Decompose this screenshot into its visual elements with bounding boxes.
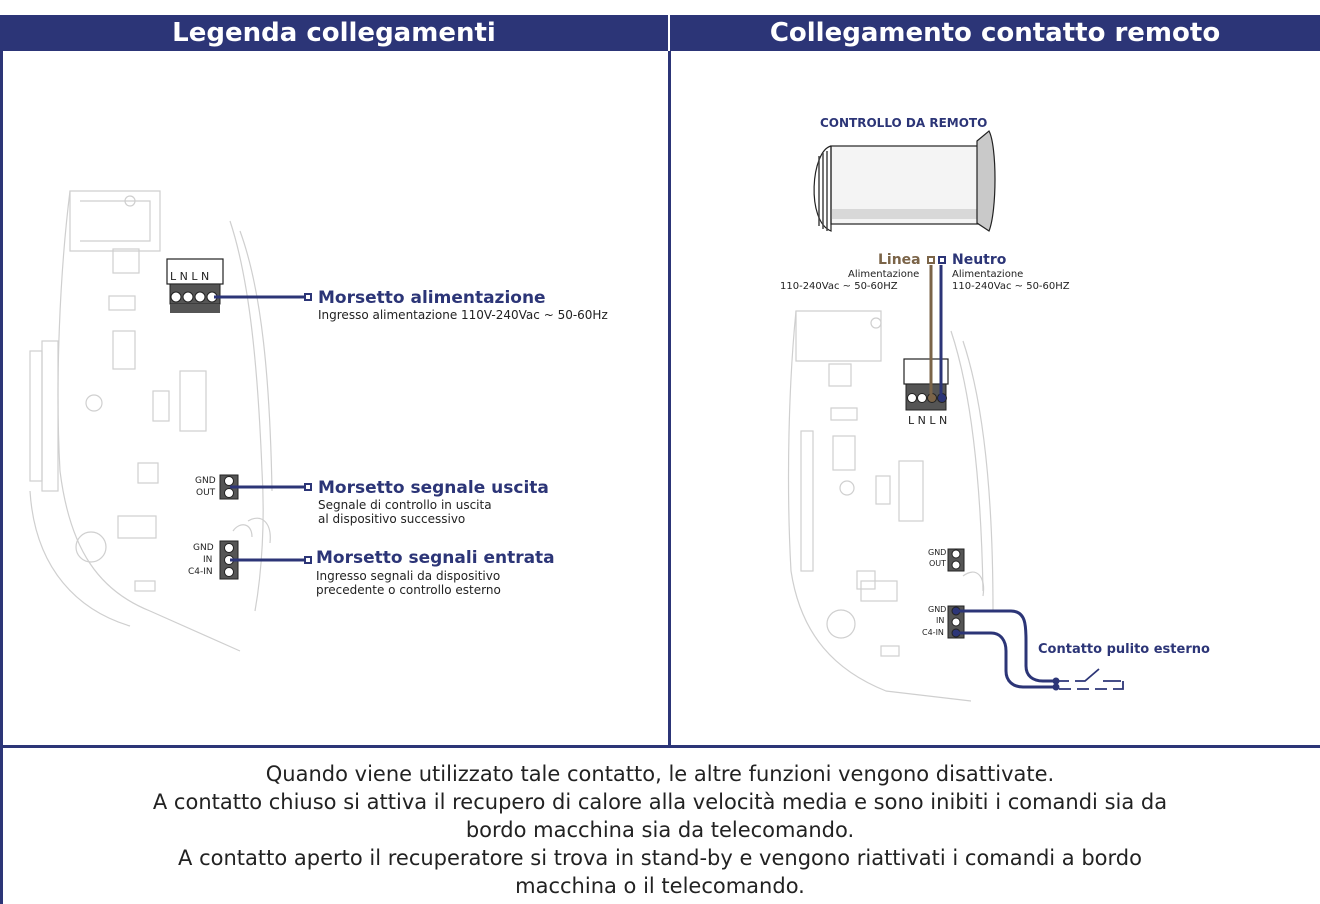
right-gnd-out-label: GND [928,548,947,557]
left-border [0,51,3,904]
right-terminal-lnln-label: L N L N [908,414,948,427]
footer-text: Quando viene utilizzato tale contatto, l… [4,760,1316,900]
left-board-diagram [29,190,312,652]
linea-desc-2: 110-240Vac ~ 50-60HZ [780,281,898,292]
footer-line-5: macchina o il telecomando. [515,874,805,898]
input-terminal-title: Morsetto segnali entrata [316,548,555,568]
right-gnd-in-label: GND [928,605,947,614]
neutro-desc-1: Alimentazione [952,269,1024,280]
output-terminal-desc-2: al dispositivo successivo [318,512,466,526]
center-divider [668,51,671,746]
power-terminal-title: Morsetto alimentazione [318,288,546,308]
footer-line-1: Quando viene utilizzato tale contatto, l… [265,762,1055,786]
bottom-divider [0,745,1320,748]
legend-header: Legenda collegamenti [0,15,668,51]
output-terminal-title: Morsetto segnale uscita [318,478,549,498]
footer-line-4: A contatto aperto il recuperatore si tro… [178,846,1142,870]
remote-control-title: CONTROLLO DA REMOTO [820,116,988,130]
gnd-in-label: GND [193,543,214,553]
linea-desc-1: Alimentazione [848,269,920,280]
terminal-lnln-label: L N L N [170,270,210,283]
input-terminal-desc-1: Ingresso segnali da dispositivo [316,569,501,583]
output-terminal-desc-1: Segnale di controllo in uscita [318,498,492,512]
neutro-title: Neutro [952,252,1007,268]
c4in-label: C4-IN [188,567,213,577]
right-out-label: OUT [929,559,947,568]
linea-title: Linea [878,252,921,268]
input-terminal-desc-2: precedente o controllo esterno [316,583,501,597]
remote-contact-header: Collegamento contatto remoto [670,15,1320,51]
gnd-out-label: GND [195,476,216,486]
in-label: IN [203,555,213,565]
footer-line-3: bordo macchina sia da telecomando. [465,818,855,842]
footer-line-2: A contatto chiuso si attiva il recupero … [152,790,1168,814]
right-in-label: IN [936,616,945,625]
right-board-diagram [787,130,1124,702]
external-contact-label: Contatto pulito esterno [1038,642,1210,657]
out-label: OUT [196,488,216,498]
neutro-desc-2: 110-240Vac ~ 50-60HZ [952,281,1070,292]
right-c4in-label: C4-IN [922,628,944,637]
power-terminal-desc: Ingresso alimentazione 110V-240Vac ~ 50-… [318,308,608,322]
